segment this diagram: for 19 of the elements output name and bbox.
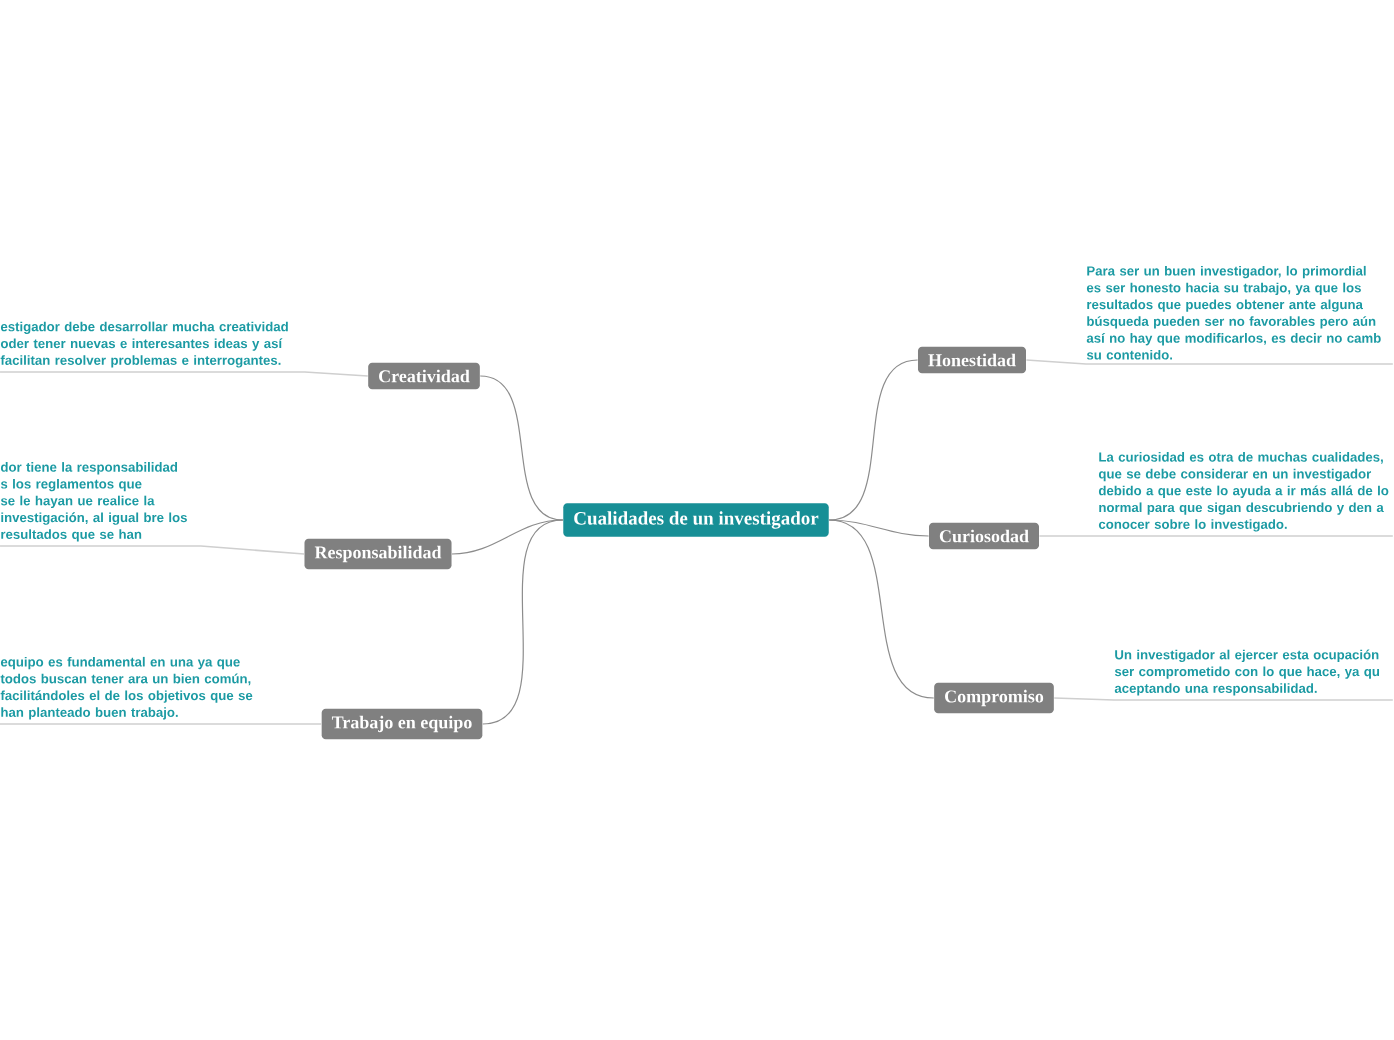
underline-connector: [0, 723, 323, 725]
underline-connector: [0, 371, 369, 377]
connector-line: [828, 519, 930, 537]
subtopic-box: Trabajo en equipo: [321, 708, 483, 740]
subtopic-box: Curiosodad: [929, 522, 1039, 550]
subtopic-box: Compromiso: [934, 682, 1054, 714]
underline-connector: [1025, 359, 1394, 365]
connector-line: [451, 519, 564, 555]
connector-line: [479, 375, 564, 521]
connector-line: [828, 359, 919, 521]
underline-connector: [1053, 697, 1394, 701]
connector-line: [482, 519, 564, 725]
subtopic-box: Responsabilidad: [304, 538, 452, 570]
topic-box: Cualidades de un investigador: [563, 503, 829, 537]
underline-connector: [1038, 535, 1394, 537]
subtopic-box: Honestidad: [918, 346, 1026, 374]
connector-line: [828, 519, 935, 699]
underline-connector: [0, 545, 305, 555]
subtopic-box: Creatividad: [368, 362, 480, 390]
